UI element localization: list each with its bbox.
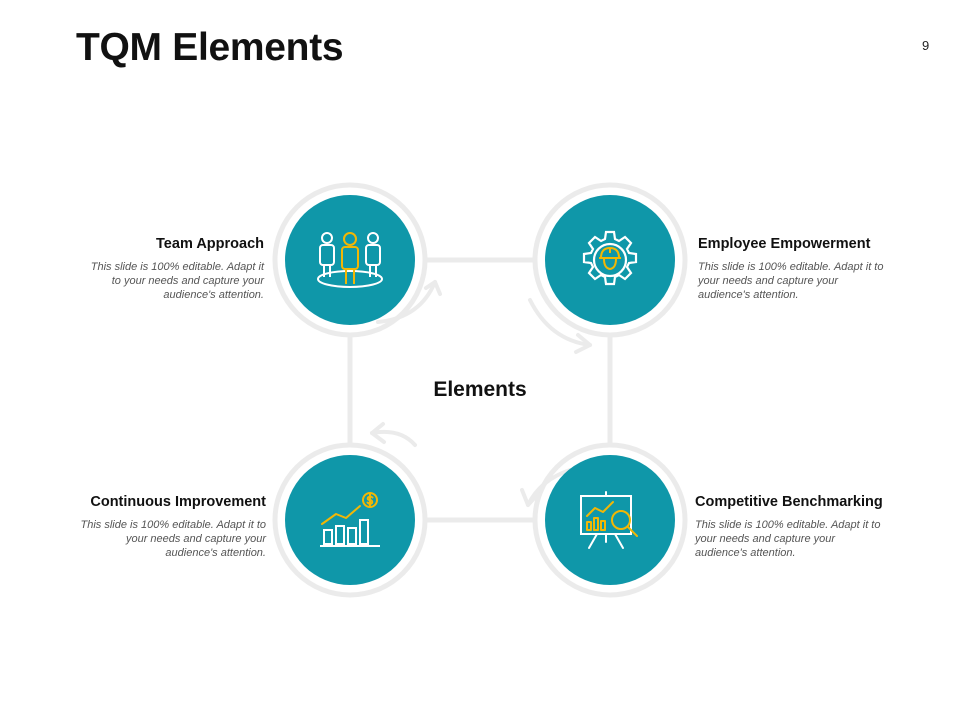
continuous-improvement-node	[285, 455, 415, 585]
gear-worker-icon	[582, 230, 638, 286]
competitive-benchmarking-node	[545, 455, 675, 585]
team-approach-title: Team Approach	[156, 236, 264, 252]
page-number: 9	[922, 38, 930, 53]
employee-empowerment-description: This slide is 100% editable. Adapt it to…	[698, 261, 884, 301]
team-approach-node	[285, 195, 415, 325]
employee-empowerment-label: Employee Empowerment This slide is 100% …	[698, 236, 918, 302]
center-label: Elements	[433, 378, 527, 401]
competitive-benchmarking-description: This slide is 100% editable. Adapt it to…	[695, 519, 881, 559]
continuous-improvement-title: Continuous Improvement	[90, 494, 266, 510]
team-approach-label: Team Approach This slide is 100% editabl…	[44, 236, 264, 302]
team-icon	[317, 232, 383, 288]
employee-empowerment-node	[545, 195, 675, 325]
competitive-benchmarking-title: Competitive Benchmarking	[695, 494, 883, 510]
slide-title: TQM Elements	[76, 26, 344, 69]
employee-empowerment-title: Employee Empowerment	[698, 236, 871, 252]
continuous-improvement-description: This slide is 100% editable. Adapt it to…	[80, 519, 266, 559]
continuous-improvement-label: Continuous Improvement This slide is 100…	[46, 494, 266, 560]
presentation-board-magnifier-icon	[580, 491, 638, 549]
growth-chart-dollar-icon	[320, 492, 380, 547]
team-approach-description: This slide is 100% editable. Adapt it to…	[90, 261, 264, 301]
competitive-benchmarking-label: Competitive Benchmarking This slide is 1…	[695, 494, 915, 560]
